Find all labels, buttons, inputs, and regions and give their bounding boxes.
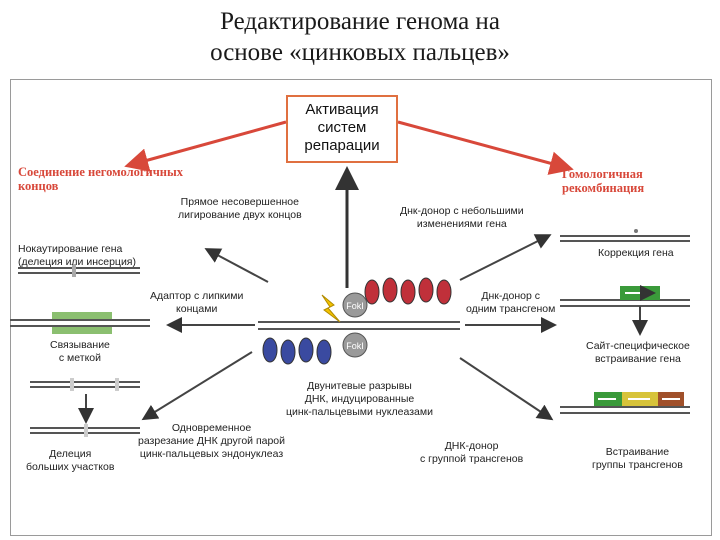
dna-site-specific: [560, 299, 690, 307]
fok2-label: FokI: [346, 341, 364, 351]
zinc-fingers-red: [364, 277, 452, 305]
knockout-label: Нокаутирование гена(делеция или инсерция…: [18, 243, 136, 268]
arrow-ul: [204, 248, 269, 283]
dna-correction: [560, 235, 690, 242]
tag-block-bottom: [52, 327, 112, 334]
fok1-circle: [342, 292, 368, 318]
repair-activation-box: Активация систем репарации: [286, 95, 398, 163]
title-line-2: основе «цинковых пальцев»: [210, 39, 510, 66]
fok2-circle: [342, 332, 368, 358]
correction-label: Коррекция гена: [598, 247, 674, 259]
dna-tag: [10, 319, 150, 327]
arrow-ur: [459, 234, 552, 281]
lightning-icon: [321, 294, 341, 323]
tag-block-top: [52, 312, 112, 319]
arrow-ll: [141, 351, 253, 421]
diagram-frame: [10, 79, 712, 536]
indel-mark: [72, 264, 76, 277]
arrow-lr: [459, 357, 554, 421]
page-title: Редактирование генома на основе «цинковы…: [0, 6, 720, 68]
zinc-fingers-blue: [262, 337, 332, 365]
arrow-to-nhej: [124, 120, 287, 172]
dna-knockout: [18, 267, 140, 274]
arrow-to-hr: [397, 120, 574, 175]
title-line-1: Редактирование генома на: [220, 8, 500, 35]
dna-group: [560, 406, 690, 414]
central-dna: [258, 321, 460, 330]
fok1-label: FokI: [346, 301, 364, 311]
